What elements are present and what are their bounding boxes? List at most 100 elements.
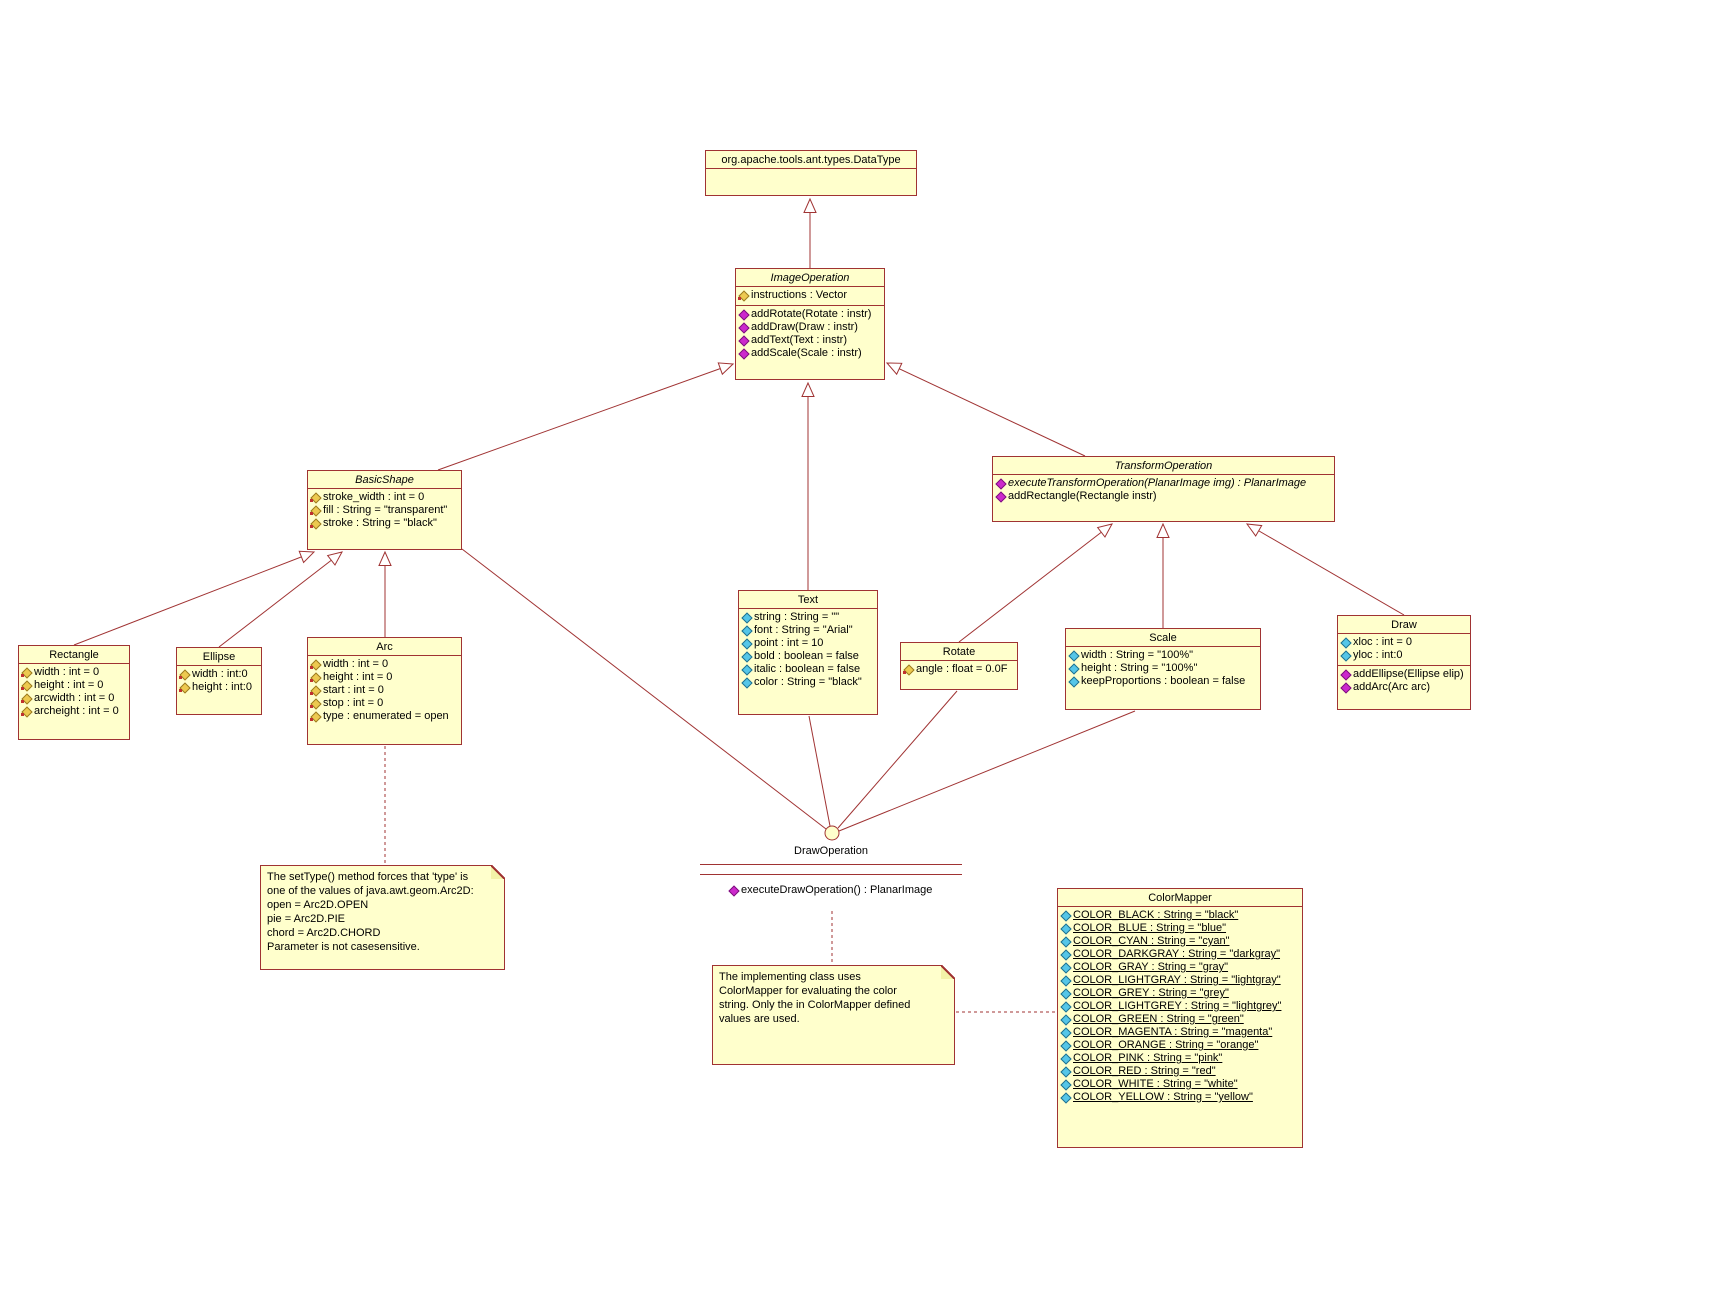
attribute-label: COLOR_BLUE : String = "blue"	[1073, 922, 1227, 934]
attribute-label: xloc : int = 0	[1353, 636, 1413, 648]
gen-rectangle-to-basicshape	[73, 550, 316, 646]
class-text: Text string : String = "" font : String …	[738, 590, 878, 715]
interface-draw-operation: DrawOperation executeDrawOperation() : P…	[700, 844, 962, 897]
attribute-icon	[1340, 650, 1351, 661]
method-row: addRectangle(Rectangle instr)	[995, 490, 1332, 503]
class-title: Ellipse	[202, 651, 236, 663]
attribute-row: start : int = 0	[310, 684, 459, 697]
attribute-label: COLOR_GREEN : String = "green"	[1073, 1013, 1244, 1025]
method-row: addText(Text : instr)	[738, 334, 882, 347]
attributes-section: stroke_width : int = 0 fill : String = "…	[308, 488, 461, 533]
realize-text-drawoperation	[808, 715, 831, 827]
attribute-icon	[1060, 936, 1071, 947]
attribute-row: arcwidth : int = 0	[21, 692, 127, 705]
attribute-label: width : int:0	[192, 668, 248, 680]
class-title: Draw	[1391, 619, 1417, 631]
attribute-icon	[1060, 1053, 1071, 1064]
attribute-row: width : String = "100%"	[1068, 649, 1258, 662]
attribute-icon	[1060, 988, 1071, 999]
attribute-label: COLOR_CYAN : String = "cyan"	[1073, 935, 1230, 947]
attribute-label: COLOR_MAGENTA : String = "magenta"	[1073, 1026, 1273, 1038]
method-label: addArc(Arc arc)	[1353, 681, 1431, 693]
attribute-label: width : String = "100%"	[1081, 649, 1194, 661]
method-label: addText(Text : instr)	[751, 334, 847, 346]
attribute-label: COLOR_YELLOW : String = "yellow"	[1073, 1091, 1253, 1103]
attribute-label: stroke_width : int = 0	[323, 491, 425, 503]
method-icon	[995, 478, 1006, 489]
attribute-row: COLOR_BLUE : String = "blue"	[1060, 922, 1300, 935]
attribute-label: keepProportions : boolean = false	[1081, 675, 1246, 687]
attribute-row: height : int = 0	[310, 671, 459, 684]
attribute-row: width : int:0	[179, 668, 259, 681]
attribute-icon	[738, 290, 749, 301]
attribute-icon	[21, 706, 32, 717]
class-title: ImageOperation	[770, 272, 850, 284]
interface-name: DrawOperation	[794, 845, 868, 857]
interface-divider	[700, 874, 962, 875]
note-colormapper-usage: The implementing class uses ColorMapper …	[712, 965, 955, 1065]
method-label: addRectangle(Rectangle instr)	[1008, 490, 1157, 502]
attribute-label: stop : int = 0	[323, 697, 384, 709]
methods-section: addEllipse(Ellipse elip) addArc(Arc arc)	[1338, 665, 1470, 697]
attribute-row: stop : int = 0	[310, 697, 459, 710]
attribute-label: instructions : Vector	[751, 289, 847, 301]
attribute-icon	[1068, 650, 1079, 661]
attribute-label: yloc : int:0	[1353, 649, 1403, 661]
attribute-icon	[1060, 1079, 1071, 1090]
method-icon	[738, 322, 749, 333]
attributes-section: width : int:0 height : int:0	[177, 665, 261, 697]
attribute-label: COLOR_DARKGRAY : String = "darkgray"	[1073, 948, 1281, 960]
attribute-label: width : int = 0	[323, 658, 389, 670]
attribute-icon	[310, 505, 321, 516]
attributes-section: width : int = 0 height : int = 0 arcwidt…	[19, 663, 129, 721]
class-basic-shape: BasicShape stroke_width : int = 0 fill :…	[307, 470, 462, 550]
attribute-row: width : int = 0	[21, 666, 127, 679]
attribute-row: COLOR_GREY : String = "grey"	[1060, 987, 1300, 1000]
method-row: addScale(Scale : instr)	[738, 347, 882, 360]
attribute-row: stroke : String = "black"	[310, 517, 459, 530]
class-arc: Arc width : int = 0 height : int = 0 sta…	[307, 637, 462, 745]
gen-ellipse-to-basicshape	[218, 551, 343, 648]
attribute-label: COLOR_LIGHTGRAY : String = "lightgray"	[1073, 974, 1281, 986]
method-icon	[738, 335, 749, 346]
attribute-label: italic : boolean = false	[754, 663, 861, 675]
note-text-line: ColorMapper for evaluating the color	[719, 985, 897, 997]
attribute-row: COLOR_WHITE : String = "white"	[1060, 1078, 1300, 1091]
gen-rotate-to-transformoperation	[958, 523, 1113, 643]
attribute-label: type : enumerated = open	[323, 710, 449, 722]
interface-methods: executeDrawOperation() : PlanarImage	[700, 884, 962, 897]
attribute-icon	[310, 659, 321, 670]
class-datatype: org.apache.tools.ant.types.DataType	[705, 150, 917, 196]
method-label: addScale(Scale : instr)	[751, 347, 862, 359]
note-body: The implementing class uses ColorMapper …	[719, 970, 948, 1026]
attribute-label: COLOR_WHITE : String = "white"	[1073, 1078, 1238, 1090]
attribute-icon	[1060, 1092, 1071, 1103]
note-text-line: The setType() method forces that 'type' …	[267, 871, 469, 883]
method-icon	[1340, 669, 1351, 680]
attribute-label: arcwidth : int = 0	[34, 692, 115, 704]
attribute-label: stroke : String = "black"	[323, 517, 437, 529]
method-label: addRotate(Rotate : instr)	[751, 308, 872, 320]
attribute-row: color : String = "black"	[741, 676, 875, 689]
class-title: BasicShape	[355, 474, 414, 486]
attribute-label: string : String = ""	[754, 611, 840, 623]
attribute-row: height : int:0	[179, 681, 259, 694]
attribute-row: point : int = 10	[741, 637, 875, 650]
attribute-row: bold : boolean = false	[741, 650, 875, 663]
attribute-icon	[1060, 975, 1071, 986]
method-icon	[728, 885, 739, 896]
attribute-row: keepProportions : boolean = false	[1068, 675, 1258, 688]
interface-lollipop-circle	[824, 825, 840, 841]
attribute-label: archeight : int = 0	[34, 705, 119, 717]
method-row: addArc(Arc arc)	[1340, 681, 1468, 694]
note-text-line: values are used.	[719, 1013, 800, 1025]
attribute-label: font : String = "Arial"	[754, 624, 853, 636]
method-label: addDraw(Draw : instr)	[751, 321, 858, 333]
attribute-row: instructions : Vector	[738, 289, 882, 302]
attribute-icon	[741, 625, 752, 636]
attributes-section: xloc : int = 0 yloc : int:0	[1338, 633, 1470, 665]
attribute-icon	[21, 667, 32, 678]
attribute-icon	[1068, 663, 1079, 674]
class-rectangle: Rectangle width : int = 0 height : int =…	[18, 645, 130, 740]
